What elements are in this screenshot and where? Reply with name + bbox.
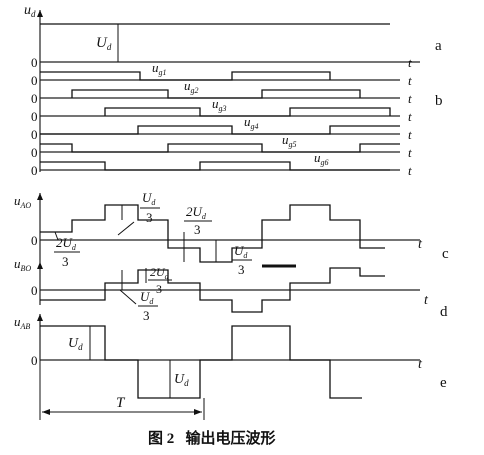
zero-g6: 0	[31, 163, 38, 178]
panel-c: uAO 0 t c Ud 3 2Ud 3 2Ud 3 Ud	[14, 190, 449, 277]
svg-text:Ud: Ud	[142, 190, 156, 207]
svg-text:2Ud: 2Ud	[56, 235, 77, 252]
period-arrow-right	[194, 409, 202, 415]
zero-c: 0	[31, 233, 38, 248]
t-label-g2: t	[408, 91, 412, 106]
svg-text:3: 3	[62, 254, 69, 269]
level-ud-label: Ud	[96, 35, 112, 52]
panel-letter-b: b	[435, 93, 443, 109]
panel-b: 0 t ug1 0 t ug2 0 t ug3 0 t ug4	[31, 60, 443, 178]
gate-pulse-g5	[40, 143, 400, 153]
ylabel-uao: uAO	[14, 193, 31, 210]
gate-label-g6: ug6	[314, 150, 329, 167]
period-label: T	[116, 395, 126, 411]
panel-letter-d: d	[440, 304, 448, 320]
panel-a: ud Ud 0 t a	[24, 3, 442, 70]
t-label-g4: t	[408, 127, 412, 142]
panel-d: uBO 0 t d 2Ud 3 Ud 3	[14, 256, 448, 323]
ylabel-uab: uAB	[14, 314, 30, 331]
gate-label-g1: ug1	[152, 60, 167, 77]
panel-letter-c: c	[442, 246, 449, 262]
svg-text:3: 3	[156, 282, 162, 296]
zero-g3: 0	[31, 109, 38, 124]
t-label-g3: t	[408, 109, 412, 124]
gate-pulse-g2	[71, 89, 361, 99]
zero-g1: 0	[31, 73, 38, 88]
t-label-e: t	[418, 357, 423, 372]
svg-text:3: 3	[146, 210, 153, 225]
svg-text:3: 3	[143, 308, 150, 323]
leader-ud3-d	[119, 289, 137, 305]
svg-text:2Ud: 2Ud	[150, 265, 170, 281]
leader-2ud3-c	[54, 231, 59, 241]
svg-text:Ud: Ud	[234, 243, 248, 260]
frac-2ud3-d: 2Ud 3	[148, 265, 172, 296]
frac-2ud3-c-mid: 2Ud 3	[184, 204, 212, 237]
zero-a: 0	[31, 55, 38, 70]
figure-caption: 图 2 输出电压波形	[148, 429, 276, 447]
gate-row-g5: 0 t ug5	[31, 132, 412, 160]
zero-g4: 0	[31, 127, 38, 142]
leader-ud3-c	[117, 221, 135, 236]
uab-waveform	[40, 325, 362, 399]
gate-label-g4: ug4	[244, 114, 259, 131]
t-label-g5: t	[408, 145, 412, 160]
gate-pulse-g6	[40, 161, 390, 171]
gate-row-g1: 0 t ug1	[31, 60, 412, 88]
panel-letter-e: e	[440, 375, 447, 391]
svg-text:2Ud: 2Ud	[186, 204, 207, 221]
t-label-a: t	[408, 55, 412, 70]
uao-waveform	[40, 204, 385, 263]
ylabel-ud: ud	[24, 3, 36, 19]
t-label-c: t	[418, 237, 423, 252]
frac-ud3-c-right: Ud 3	[232, 243, 252, 277]
gate-row-g4: 0 t ug4	[31, 114, 412, 142]
gate-pulse-g3	[104, 107, 391, 117]
panel-e: uAB 0 t e Ud Ud T	[14, 314, 447, 420]
zero-g2: 0	[31, 91, 38, 106]
frac-2ud3-c-left: 2Ud 3	[54, 235, 80, 269]
zero-e: 0	[31, 353, 38, 368]
panel-letter-a: a	[435, 38, 442, 54]
zero-d: 0	[31, 283, 38, 298]
svg-text:Ud: Ud	[140, 289, 154, 306]
period-arrow-left	[42, 409, 50, 415]
gate-label-g2: ug2	[184, 78, 199, 95]
t-label-d: t	[424, 293, 429, 308]
ubo-waveform	[40, 267, 385, 313]
level-ud-e-upper: Ud	[68, 336, 83, 352]
frac-ud3-d: Ud 3	[138, 289, 158, 323]
svg-text:3: 3	[238, 262, 245, 277]
gate-row-g2: 0 t ug2	[31, 78, 412, 106]
svg-text:3: 3	[194, 222, 201, 237]
gate-label-g3: ug3	[212, 96, 227, 113]
gate-row-g6: 0 t ug6	[31, 150, 412, 178]
zero-g5: 0	[31, 145, 38, 160]
gate-row-g3: 0 t ug3	[31, 96, 412, 124]
gate-pulse-g1	[40, 71, 331, 81]
gate-label-g5: ug5	[282, 132, 297, 149]
ylabel-ubo: uBO	[14, 256, 31, 273]
level-ud-e-lower: Ud	[174, 372, 189, 388]
gate-pulse-g4	[40, 125, 400, 135]
frac-ud3-c: Ud 3	[140, 190, 160, 225]
t-label-g6: t	[408, 163, 412, 178]
t-label-g1: t	[408, 73, 412, 88]
